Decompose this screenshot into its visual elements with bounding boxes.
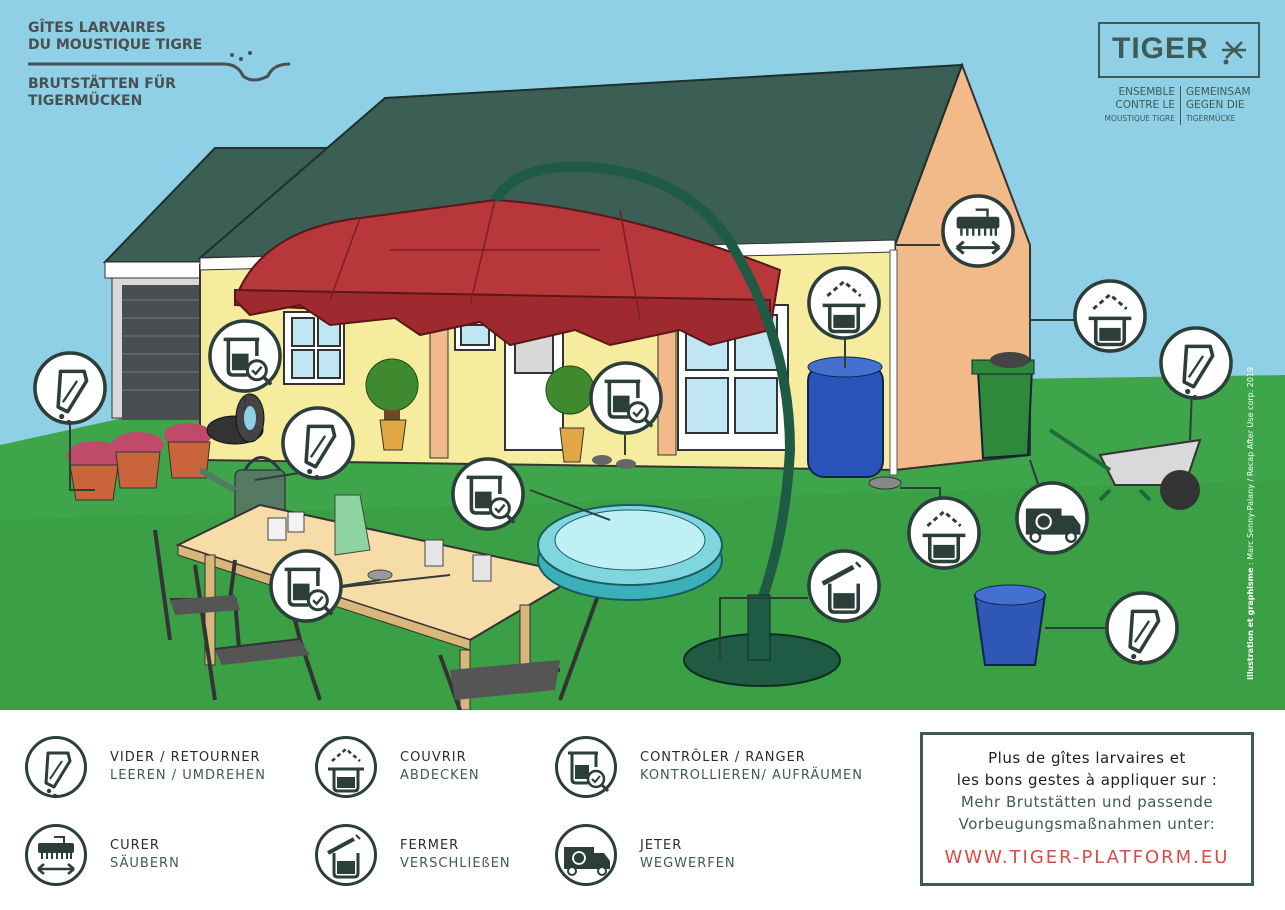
legend-item-cover: COUVRIR ABDECKEN [314,735,480,799]
legend-item-inspect: CONTRÔLER / RANGER KONTROLLIEREN/ AUFRÄU… [554,735,863,799]
wheelbarrow [1048,428,1202,510]
logo-de-line3: TIGERMÜCKE [1186,114,1236,123]
legend-de: SÄUBERN [110,856,180,871]
discard-badge [1014,480,1090,556]
title-fr-line1: GÎTES LARVAIRES [28,20,166,36]
logo-fr-line1: ENSEMBLE [1118,86,1175,98]
clean-icon [24,823,88,887]
empty-badge-flowerpots [32,350,108,426]
illustration-credit: Illustration et graphisme : Marc Senny-P… [1246,260,1255,680]
inspect-badge-bowls [588,360,664,436]
garden-scene-svg [0,62,1285,710]
tableware [267,494,492,582]
title-de-line1: BRUTSTÄTTEN FÜR [28,76,176,92]
legend-de: ABDECKEN [400,768,480,783]
legend-de: LEEREN / UMDREHEN [110,768,266,783]
website-link[interactable]: WWW.TIGER-PLATFORM.EU [944,847,1230,868]
inspect-badge-table [268,548,344,624]
info-fr-line1: Plus de gîtes larvaires et [988,749,1186,767]
legend-item-discard: JETER WEGWERFEN [554,823,736,887]
empty-badge-watering-can [280,405,356,481]
legend-panel: VIDER / RETOURNER LEEREN / UMDREHEN COUV… [0,710,1285,910]
logo-fr-line2: CONTRE LE [1115,99,1175,111]
legend-item-clean: CURER SÄUBERN [24,823,180,887]
info-de-line2: Vorbeugungsmaßnahmen unter: [958,815,1216,833]
title-de-line2: TIGERMÜCKEN [28,93,143,109]
legend-de: KONTROLLIEREN/ AUFRÄUMEN [640,768,863,783]
cover-badge-barrel [806,265,882,341]
parasol-canopy [234,198,782,347]
logo-wordmark: TIGER [1112,32,1209,65]
inspect-icon [554,735,618,799]
tires [206,393,265,445]
info-fr-line2: les bons gestes à appliquer sur : [956,771,1218,789]
credit-bold: Illustration et graphisme [1246,567,1255,680]
cover-icon [314,735,378,799]
legend-de: WEGWERFEN [640,856,736,871]
legend-fr: CURER [110,838,160,853]
shrub-right [545,365,595,463]
tiger-logo: TIGER ENSEMBLE CONTRE LE MOUSTIQUE TIGRE… [1098,22,1260,125]
legend-fr: CONTRÔLER / RANGER [640,750,806,765]
logo-de-line1: GEMEINSAM [1186,86,1251,98]
logo-de-line2: GEGEN DIE [1186,99,1245,111]
title-divider [28,51,291,82]
mosquito-icon [1222,41,1246,65]
green-bin [971,352,1035,460]
legend-fr: VIDER / RETOURNER [110,750,261,765]
poster-title: GÎTES LARVAIRES DU MOUSTIQUE TIGRE BRUTS… [28,20,202,110]
cover-badge-bin [1072,278,1148,354]
close-badge-parasol [806,548,882,624]
discard-icon [554,823,618,887]
shrub-left [365,358,419,451]
cover-badge-drain [906,495,982,571]
legend-fr: FERMER [400,838,460,853]
logo-fr-line3: MOUSTIQUE TIGRE [1104,114,1176,123]
clean-badge-gutter [940,193,1016,269]
bucket [973,584,1047,666]
legend-item-close: FERMER VERSCHLIEßEN [314,823,511,887]
inspect-badge-tires [207,318,283,394]
empty-badge-bucket [1104,590,1180,666]
inspect-badge-pool [450,456,526,532]
empty-badge-wheelbarrow [1158,325,1234,401]
paddling-pool [537,504,723,601]
rain-barrel [807,356,884,478]
flower-pots [67,423,212,501]
close-icon [314,823,378,887]
legend-fr: COUVRIR [400,750,467,765]
info-de-line1: Mehr Brutstätten und passende [960,793,1214,811]
garden-illustration: GÎTES LARVAIRES DU MOUSTIQUE TIGRE BRUTS… [0,0,1285,710]
empty-icon [24,735,88,799]
legend-de: VERSCHLIEßEN [400,856,511,871]
legend-item-empty: VIDER / RETOURNER LEEREN / UMDREHEN [24,735,266,799]
legend-fr: JETER [640,838,683,853]
credit-rest: : Marc Senny-Palany / Recap After Use co… [1246,366,1255,568]
parasol-pole [490,161,796,612]
title-fr-line2: DU MOUSTIQUE TIGRE [28,37,203,53]
garage [102,147,333,420]
more-info-box: Plus de gîtes larvaires et les bons gest… [920,732,1254,886]
